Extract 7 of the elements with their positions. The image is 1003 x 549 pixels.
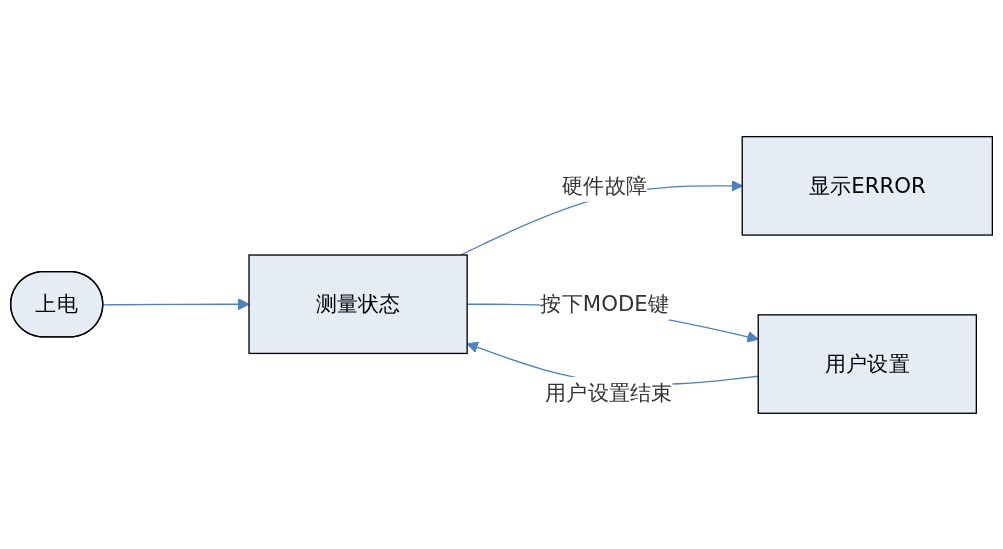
node-box: 显示ERROR (741, 135, 993, 236)
arrow (102, 297, 250, 310)
edge-label: 硬件故障 (562, 172, 648, 198)
node-box: 测量状态 (248, 253, 468, 354)
node-box: 用户设置 (757, 313, 977, 414)
edge-label: 按下MODE键 (540, 290, 670, 316)
edge-label: 用户设置结束 (544, 379, 673, 405)
